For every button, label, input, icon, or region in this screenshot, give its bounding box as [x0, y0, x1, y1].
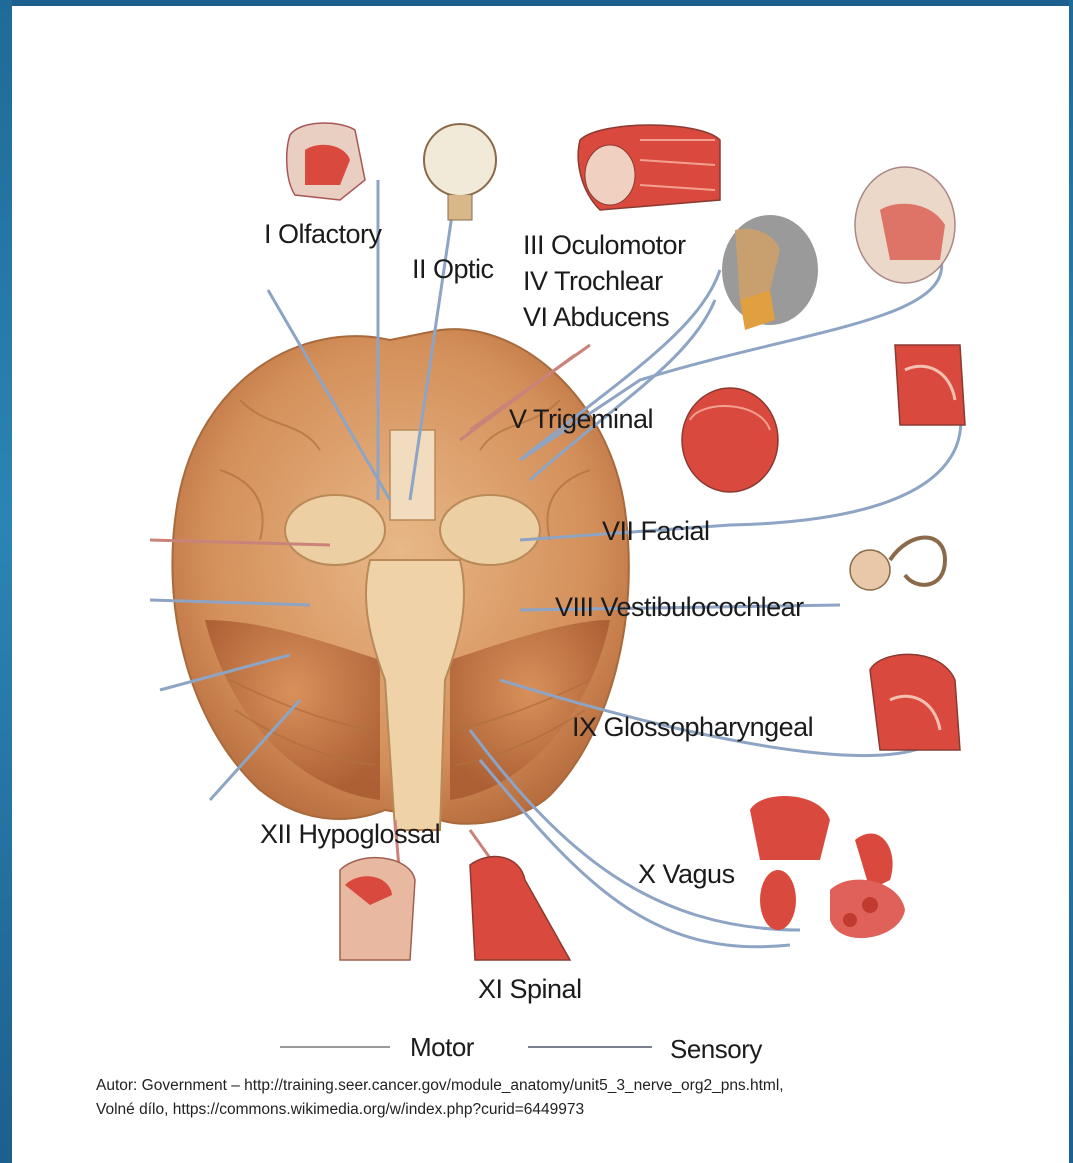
label-hypoglossal: XII Hypoglossal: [260, 821, 440, 848]
trigeminal-dermatome-head-illustration: [722, 215, 818, 330]
label-olfactory: I Olfactory: [264, 221, 382, 248]
label-glossopharyngeal: IX Glossopharyngeal: [572, 714, 813, 741]
eye-muscles-illustration: [578, 125, 720, 210]
slide-right-border: [1069, 0, 1073, 1163]
tongue-section-illustration: [895, 345, 965, 425]
nose-cross-section-illustration: [287, 123, 365, 200]
label-facial: VII Facial: [602, 518, 710, 545]
legend-motor-label: Motor: [410, 1034, 474, 1060]
label-vagus: X Vagus: [638, 861, 735, 888]
label-optic: II Optic: [412, 256, 494, 283]
skull-illustration: [855, 167, 955, 283]
slide-canvas: I Olfactory II Optic III Oculomotor IV T…: [12, 6, 1069, 1163]
tongue-head-illustration: [340, 858, 415, 960]
label-spinal: XI Spinal: [478, 976, 582, 1003]
slide-left-border: [0, 0, 12, 1163]
caption-line-2: Volné dílo, https://commons.wikimedia.or…: [96, 1098, 1056, 1122]
facial-muscles-head-illustration: [682, 388, 778, 492]
caption-line-1: Autor: Government – http://training.seer…: [96, 1074, 1056, 1098]
inner-ear-illustration: [850, 538, 945, 591]
label-oculomotor: III Oculomotor: [523, 232, 686, 259]
label-trochlear: IV Trochlear: [523, 268, 663, 295]
image-credit-caption: Autor: Government – http://training.seer…: [96, 1074, 1056, 1122]
label-vestibulocochlear: VIII Vestibulocochlear: [555, 594, 804, 621]
neck-muscles-illustration: [470, 857, 570, 960]
legend-sensory-line: [528, 1046, 652, 1048]
vagus-organs-illustration: [750, 796, 905, 938]
label-abducens: VI Abducens: [523, 304, 669, 331]
legend-sensory-label: Sensory: [670, 1036, 762, 1062]
eyeball-illustration: [424, 124, 496, 220]
throat-section-illustration: [870, 654, 960, 750]
legend-motor-line: [280, 1046, 390, 1048]
label-trigeminal: V Trigeminal: [509, 406, 653, 433]
